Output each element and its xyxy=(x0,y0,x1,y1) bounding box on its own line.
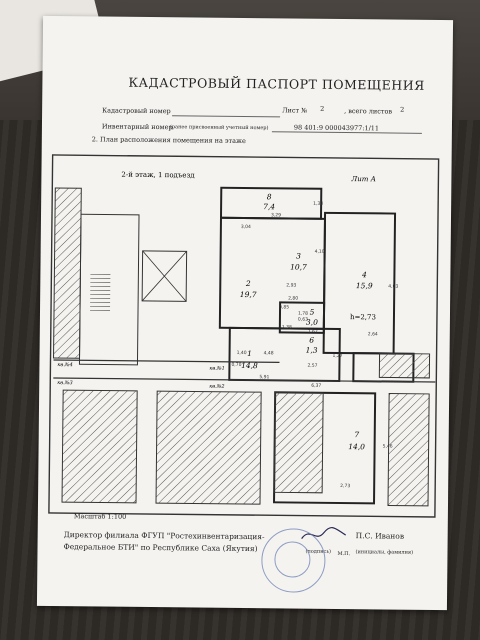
dimension: 0,70 xyxy=(231,362,241,368)
apartment-label: кв.№2 xyxy=(209,384,224,390)
dimension: 5,91 xyxy=(259,374,269,380)
dimension: 2,80 xyxy=(288,295,298,301)
hatched-block-1 xyxy=(61,389,138,504)
hatched-block-2 xyxy=(155,390,262,505)
room-area: 14,0 xyxy=(348,442,365,451)
room-area: 7,4 xyxy=(263,202,275,211)
apartment-labels: кв.№4 кв.№3 кв.№1 кв.№2 xyxy=(57,362,225,390)
room-no: 4 xyxy=(361,270,367,279)
dimension: 3,29 xyxy=(271,212,281,218)
dimension: 6,37 xyxy=(311,383,321,389)
dimension: 1,67 xyxy=(308,329,318,335)
dimension: 4,48 xyxy=(264,350,274,356)
floor-label: 2-й этаж, 1 подъезд xyxy=(121,171,195,180)
room-no: 7 xyxy=(354,430,359,439)
director-title-line1: Директор филиала ФГУП "Ростехинвентариза… xyxy=(63,530,265,542)
room-no: 5 xyxy=(310,308,315,317)
lit-label: Лит А xyxy=(350,175,376,183)
inventory-number-line xyxy=(271,131,422,134)
hatched-block-4 xyxy=(387,393,430,507)
room-no: 1 xyxy=(247,349,252,358)
cadastral-number-line xyxy=(172,115,281,118)
official-stamp xyxy=(261,528,326,593)
stairwell xyxy=(78,213,140,366)
dimension: 5,46 xyxy=(383,443,393,449)
dimension: 2,93 xyxy=(286,282,296,288)
dimension: 2,73 xyxy=(340,483,350,489)
dimension: 3,04 xyxy=(241,224,251,230)
room-no: 2 xyxy=(245,279,251,288)
inventory-number-note: (ранее присвоенный учетный номер) xyxy=(169,124,269,132)
sheets-total-label: , всего листов xyxy=(344,107,393,116)
stamp-mp: М.П. xyxy=(337,550,351,558)
signer-name-caption: (инициалы, фамилия) xyxy=(355,549,414,556)
stair-steps xyxy=(90,274,111,311)
room-no: 8 xyxy=(267,192,272,201)
floor-plan: 2-й этаж, 1 подъезд Лит А h=2,73 8 7,4 3… xyxy=(48,154,440,518)
apartment-label: кв.№4 xyxy=(57,362,72,368)
dimension: 1,38 xyxy=(313,201,323,207)
sheet-label: Лист № xyxy=(282,106,308,115)
hatched-block-3 xyxy=(273,391,324,494)
room-no: 3 xyxy=(296,252,301,261)
dimension: 1,38 xyxy=(282,324,292,330)
passport-document: КАДАСТРОВЫЙ ПАСПОРТ ПОМЕЩЕНИЯ Кадастровы… xyxy=(36,15,454,611)
room-area: 3,0 xyxy=(306,318,318,327)
plan-outer-border xyxy=(48,154,440,518)
dimension: 1,78 xyxy=(298,311,308,317)
room-no: 6 xyxy=(309,336,314,345)
hatched-wall-left xyxy=(53,187,82,359)
dimension: 4,10 xyxy=(315,249,325,255)
dimension: 1,40 xyxy=(237,350,247,356)
room-area: 10,7 xyxy=(290,262,307,271)
inventory-number-label: Инвентарный номер xyxy=(101,122,173,132)
cadastral-number-label: Кадастровый номер xyxy=(102,106,171,116)
dimension: 2,64 xyxy=(368,331,378,337)
dimension: 0,85 xyxy=(279,304,289,310)
room-area: 19,7 xyxy=(240,290,257,299)
room-area: 1,3 xyxy=(306,346,318,355)
dimension: 1,27 xyxy=(333,353,343,359)
hatched-block-5 xyxy=(378,352,431,379)
dimension: 0,63 xyxy=(298,317,308,323)
room-labels: 8 7,4 3 10,7 2 19,7 4 15,9 5 3,0 6 1,3 1… xyxy=(240,192,373,451)
sheets-total: 2 xyxy=(400,105,405,114)
height-label: h=2,73 xyxy=(350,313,376,321)
elevator-shaft xyxy=(141,250,188,302)
room-area: 15,9 xyxy=(356,281,373,290)
sheet-number: 2 xyxy=(320,104,325,113)
dimension-labels: 3,29 1,38 3,04 4,10 4,03 2,93 2,80 0,85 … xyxy=(231,201,398,489)
dimension: 4,03 xyxy=(388,283,398,289)
plan-section-label: 2. План расположения помещения на этаже xyxy=(91,135,246,145)
apartment-label: кв.№3 xyxy=(57,380,72,386)
room-area: 14,8 xyxy=(241,361,258,370)
apartment-label: кв.№1 xyxy=(209,366,224,372)
scale-label: Масштаб 1:100 xyxy=(73,512,127,521)
dimension: 2,57 xyxy=(307,363,317,369)
document-title: КАДАСТРОВЫЙ ПАСПОРТ ПОМЕЩЕНИЯ xyxy=(128,74,425,93)
director-title-line2: Федеральное БТИ" по Республике Саха (Яку… xyxy=(63,542,258,554)
signer-name: П.С. Иванов xyxy=(355,531,405,541)
